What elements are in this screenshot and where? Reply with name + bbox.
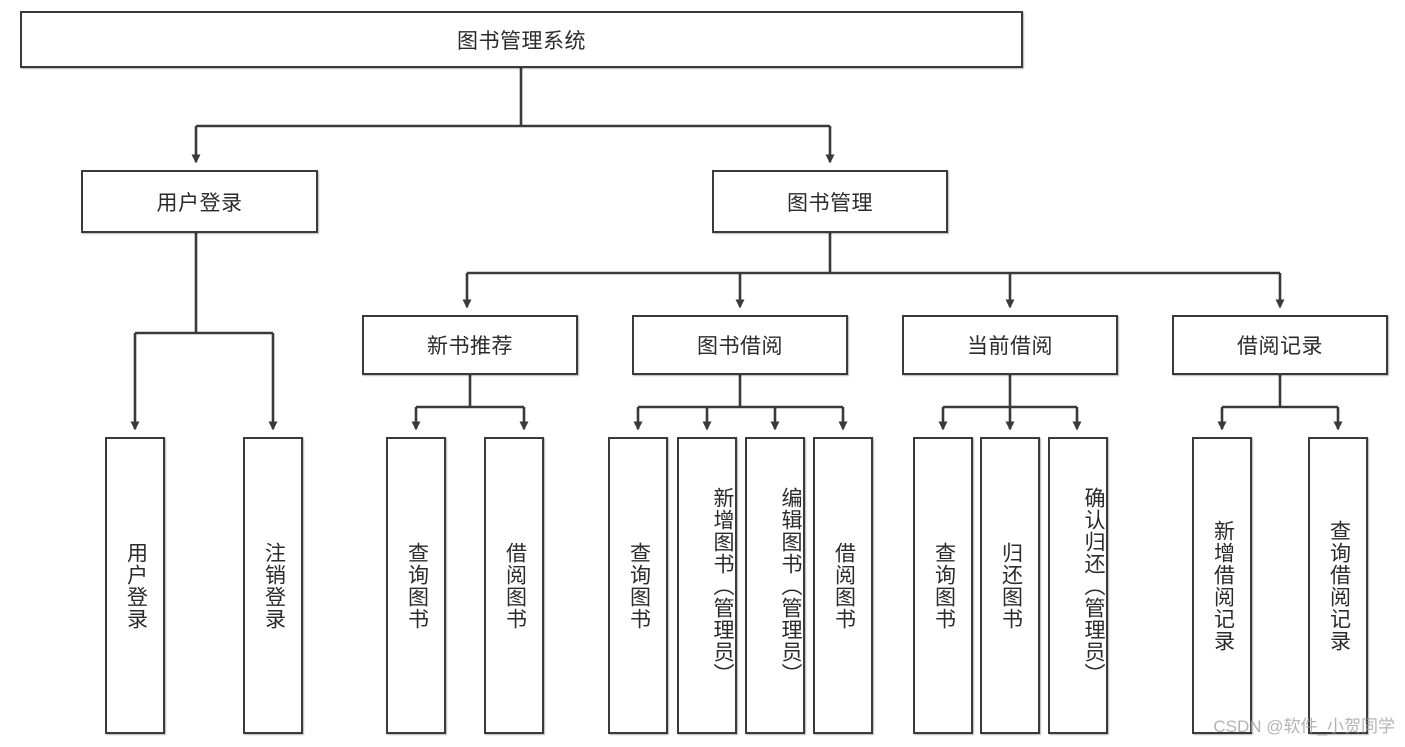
leaf-query-borrow-record[interactable]: 查询借阅记录	[1308, 437, 1368, 734]
node-label: 确认归还（管理员）	[1082, 486, 1105, 685]
node-label: 查询图书	[627, 541, 651, 630]
watermark-text: CSDN @软件_小贺同学	[1213, 717, 1395, 736]
leaf-add-book[interactable]: 新增图书（管理员）	[677, 437, 737, 734]
node-label: 注销登录	[262, 541, 286, 630]
node-label: 图书管理	[787, 191, 873, 215]
node-label: 用户登录	[124, 541, 148, 630]
leaf-return-book[interactable]: 归还图书	[980, 437, 1040, 734]
node-label: 图书借阅	[697, 335, 783, 358]
node-label: 查询图书	[932, 541, 956, 630]
leaf-confirm-return[interactable]: 确认归还（管理员）	[1048, 437, 1108, 734]
leaf-query-book-current[interactable]: 查询图书	[913, 437, 973, 734]
node-label: 查询借阅记录	[1327, 519, 1351, 652]
node-user-login[interactable]: 用户登录	[81, 170, 318, 233]
node-label: 借阅图书	[503, 541, 527, 630]
leaf-logout[interactable]: 注销登录	[243, 437, 303, 734]
node-borrow-record[interactable]: 借阅记录	[1172, 315, 1388, 375]
node-label: 借阅记录	[1237, 335, 1323, 358]
leaf-edit-book[interactable]: 编辑图书（管理员）	[745, 437, 805, 734]
node-label: 用户登录	[156, 191, 243, 215]
leaf-user-login[interactable]: 用户登录	[105, 437, 165, 734]
node-label: 新书推荐	[427, 335, 513, 358]
node-label: 新增借阅记录	[1211, 519, 1235, 652]
node-book-manage[interactable]: 图书管理	[712, 170, 948, 233]
leaf-borrow-book-recommend[interactable]: 借阅图书	[484, 437, 544, 734]
node-label: 当前借阅	[967, 335, 1053, 358]
node-current-borrow[interactable]: 当前借阅	[902, 315, 1118, 375]
node-label: 图书管理系统	[457, 29, 586, 53]
node-label: 编辑图书（管理员）	[779, 486, 802, 685]
node-book-borrow[interactable]: 图书借阅	[632, 315, 848, 375]
node-label: 查询图书	[405, 541, 429, 630]
node-label: 归还图书	[999, 541, 1023, 630]
leaf-query-book-recommend[interactable]: 查询图书	[386, 437, 446, 734]
node-label: 借阅图书	[832, 541, 856, 630]
leaf-borrow-book[interactable]: 借阅图书	[813, 437, 873, 734]
leaf-query-book-borrow[interactable]: 查询图书	[608, 437, 668, 734]
leaf-add-borrow-record[interactable]: 新增借阅记录	[1192, 437, 1252, 734]
node-label: 新增图书（管理员）	[711, 486, 734, 685]
node-new-book-recommend[interactable]: 新书推荐	[362, 315, 578, 375]
node-root-system[interactable]: 图书管理系统	[20, 11, 1023, 68]
